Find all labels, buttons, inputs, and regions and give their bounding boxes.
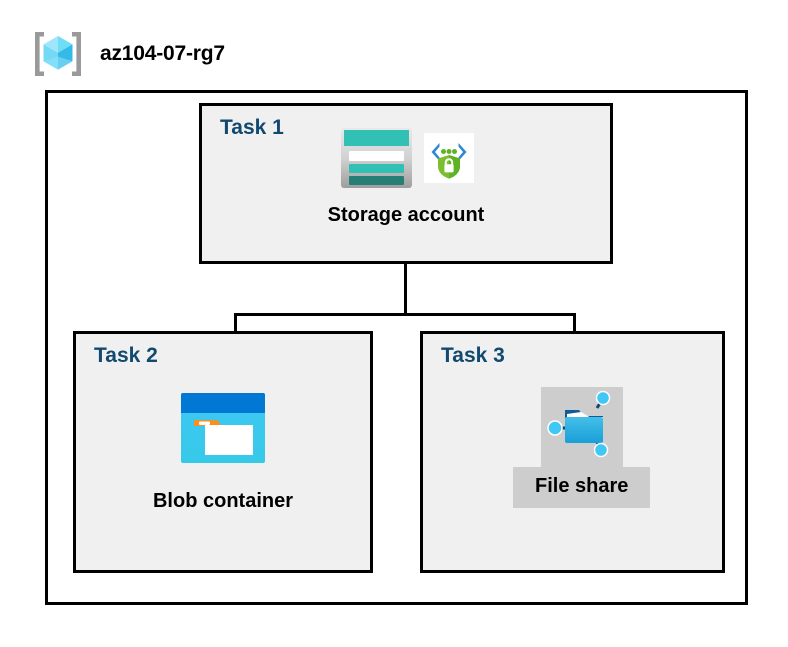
connector-storage-trunk (404, 232, 407, 315)
blob-container-caption: Blob container (152, 490, 293, 512)
storage-account-icon (339, 126, 414, 195)
task-1-box: Task 1 (199, 103, 613, 264)
file-share-icon (545, 390, 619, 467)
file-share-node: File share (513, 387, 651, 508)
storage-account-node: Storage account (202, 124, 610, 227)
storage-account-caption: Storage account (327, 204, 485, 226)
resource-group-cube-icon (30, 26, 86, 82)
resource-group-title: az104-07-rg7 (100, 42, 225, 65)
storage-security-shield-icon (423, 132, 474, 188)
task-3-label: Task 3 (441, 344, 505, 367)
file-share-caption-highlight: File share (513, 467, 651, 508)
blob-container-icon (179, 391, 267, 470)
task-2-label: Task 2 (94, 344, 158, 367)
task-2-box: Task 2 (73, 331, 373, 573)
file-share-caption: File share (535, 475, 629, 497)
resource-group-header: az104-07-rg7 (30, 26, 225, 82)
task-3-box: Task 3 (420, 331, 725, 573)
connector-horizontal-bus (234, 313, 576, 316)
task-1-label: Task 1 (220, 116, 284, 139)
file-share-icon-highlight (540, 387, 623, 469)
blob-container-node: Blob container (76, 391, 370, 513)
